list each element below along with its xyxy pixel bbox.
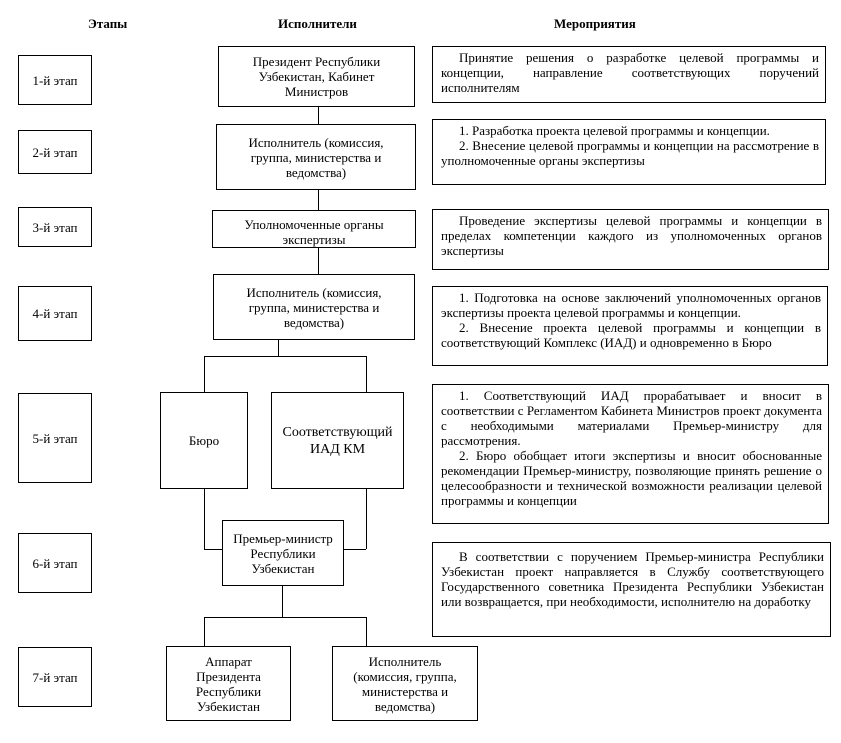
executor-text: Премьер-министр [233, 530, 333, 546]
connector-line [278, 340, 279, 356]
stage-label: 3-й этап [32, 219, 78, 235]
executor-text: Узбекистан [196, 698, 261, 714]
activity-stage3-box: Проведение экспертизы целевой программы … [432, 209, 829, 270]
connector-line [366, 617, 367, 646]
stage-label: 7-й этап [32, 669, 78, 685]
connector-line [204, 489, 205, 549]
executor-text: Президента [196, 668, 261, 684]
activity-stage5-box: 1. Соответствующий ИАД прорабатывает и в… [432, 384, 829, 524]
activity-text: 1. Разработка проекта целевой программы … [459, 123, 770, 138]
stage-label: 1-й этап [32, 72, 78, 88]
activity-text: 2. Бюро обобщает итоги экспертизы и внос… [441, 448, 822, 508]
activity-text: В соответствии с поручением Премьер-мини… [441, 549, 824, 609]
executor-text: Исполнитель (комиссия, [248, 134, 384, 150]
executor-text: Аппарат [205, 653, 252, 669]
connector-line [318, 190, 319, 210]
stage-5-box: 5-й этап [18, 393, 92, 483]
connector-line [204, 617, 366, 618]
activity-stage2-box: 1. Разработка проекта целевой программы … [432, 119, 826, 185]
activity-text: Проведение экспертизы целевой программы … [441, 213, 822, 258]
stage-6-box: 6-й этап [18, 533, 92, 593]
executor-stage4-box: Исполнитель (комиссия,группа, министерст… [213, 274, 415, 340]
header-executors: Исполнители [278, 16, 357, 31]
executor-text: Республики [195, 683, 262, 699]
stage-label: 4-й этап [32, 306, 78, 321]
executor-text: экспертизы [282, 232, 346, 247]
executor-text: Соответствующий [282, 424, 393, 440]
connector-line [204, 356, 205, 392]
activity-text: 1. Соответствующий ИАД прорабатывает и в… [441, 388, 822, 448]
executor-text: ведомства) [374, 698, 436, 714]
stage-label: 5-й этап [32, 430, 78, 446]
activity-text: 1. Подготовка на основе заключений уполн… [441, 290, 821, 320]
executor-text: группа, министерства и [248, 299, 380, 315]
activity-text: 2. Внесение проекта целевой программы и … [441, 320, 821, 350]
executor-text: Бюро [188, 433, 220, 448]
executor-text: ведомства) [285, 164, 347, 180]
connector-line [204, 617, 205, 646]
connector-line [204, 549, 222, 550]
stage-3-box: 3-й этап [18, 207, 92, 247]
executor-text: Исполнитель [368, 653, 442, 669]
stage-4-box: 4-й этап [18, 286, 92, 341]
activity-text: Принятие решения о разработке целевой пр… [441, 50, 819, 95]
executor-text: ИАД КМ [309, 441, 366, 457]
activity-stage1-box: Принятие решения о разработке целевой пр… [432, 46, 826, 103]
stage-label: 6-й этап [32, 555, 78, 571]
stage-label: 2-й этап [32, 144, 78, 160]
stage-7-box: 7-й этап [18, 647, 92, 707]
executor-text: Республики [250, 545, 316, 561]
connector-line [344, 549, 366, 550]
activity-stage6-box: В соответствии с поручением Премьер-мини… [432, 542, 831, 637]
connector-line [366, 489, 367, 549]
header-activities: Мероприятия [554, 16, 636, 31]
connector-line [204, 356, 366, 357]
connector-line [282, 586, 283, 617]
header-stages: Этапы [88, 16, 128, 31]
activity-text: 2. Внесение целевой программы и концепци… [441, 138, 819, 168]
activity-stage4-box: 1. Подготовка на основе заключений уполн… [432, 286, 828, 366]
stage-1-box: 1-й этап [18, 55, 92, 105]
executor-text: Министров [284, 84, 349, 99]
executor-text: Узбекистан [251, 560, 315, 576]
connector-line [366, 356, 367, 392]
executor-text: Уполномоченные органы [244, 217, 384, 232]
executor-text: группа, министерства и [250, 149, 382, 165]
executor-text: Узбекистан, Кабинет [258, 69, 375, 84]
executor-bureau-box: Бюро [160, 392, 248, 489]
executor-text: (комиссия, группа, [353, 668, 457, 684]
executor-text: Исполнитель (комиссия, [246, 284, 382, 300]
executor-text: Президент Республики [252, 54, 381, 69]
executor-text: министерства и [361, 683, 449, 699]
executor-stage7-box: Исполнитель(комиссия, группа,министерств… [332, 646, 478, 721]
connector-line [318, 248, 319, 274]
stage-2-box: 2-й этап [18, 130, 92, 174]
connector-line [318, 107, 319, 124]
executor-text: ведомства) [283, 314, 345, 330]
executor-stage2-box: Исполнитель (комиссия,группа, министерст… [216, 124, 416, 190]
